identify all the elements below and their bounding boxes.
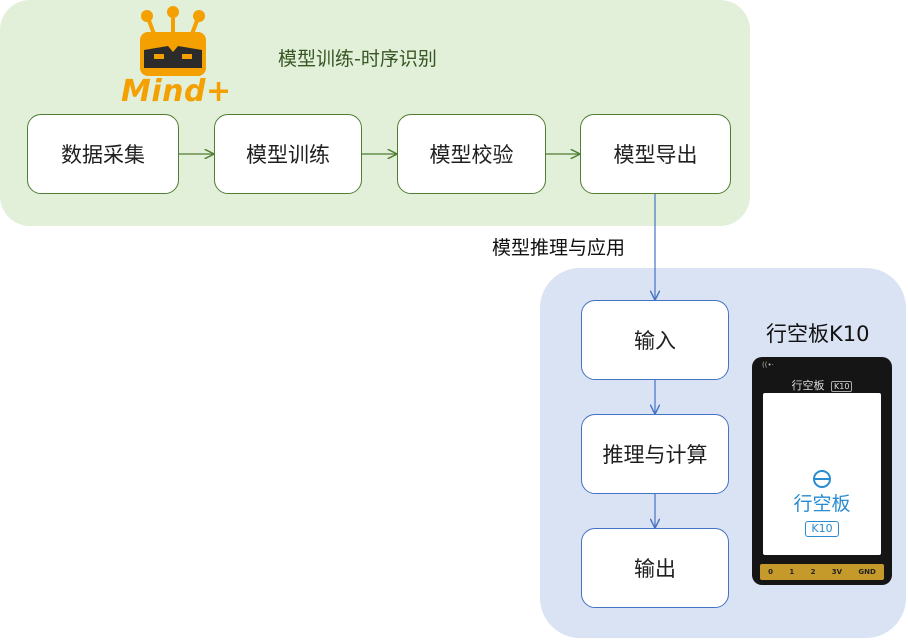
pin-label: 0 [768, 568, 774, 576]
device-header: 行空板 K10 [752, 377, 892, 393]
device-screen: 行空板 K10 [763, 393, 881, 555]
screen-brand: 行空板 [793, 493, 851, 515]
device-pin-strip: 0 1 2 3V GND [760, 564, 884, 580]
device-title: 行空板K10 [766, 322, 870, 346]
step-inference-compute[interactable]: 推理与计算 [581, 414, 729, 494]
pin-label: GND [858, 568, 876, 576]
pin-label: 2 [810, 568, 816, 576]
mind-plus-logo-text: Mind+ [121, 74, 232, 109]
step-model-validation[interactable]: 模型校验 [397, 114, 546, 194]
pin-label: 1 [789, 568, 795, 576]
pin-label: 3V [831, 568, 843, 576]
step-model-export[interactable]: 模型导出 [580, 114, 731, 194]
device-header-badge: K10 [831, 381, 853, 392]
device-header-brand: 行空板 [791, 379, 825, 392]
connector-label: 模型推理与应用 [492, 237, 626, 259]
step-output[interactable]: 输出 [581, 528, 729, 608]
step-model-training[interactable]: 模型训练 [214, 114, 362, 194]
training-title: 模型训练-时序识别 [278, 48, 437, 70]
device-status-bar: ((•· [762, 361, 774, 369]
step-input[interactable]: 输入 [581, 300, 729, 380]
k10-logo-icon [813, 470, 831, 488]
robot-icon [140, 6, 206, 76]
k10-board-image: ((•· 行空板 K10 行空板 K10 0 1 2 3V GND [752, 357, 892, 585]
screen-badge: K10 [805, 521, 839, 537]
step-data-collection[interactable]: 数据采集 [27, 114, 179, 194]
